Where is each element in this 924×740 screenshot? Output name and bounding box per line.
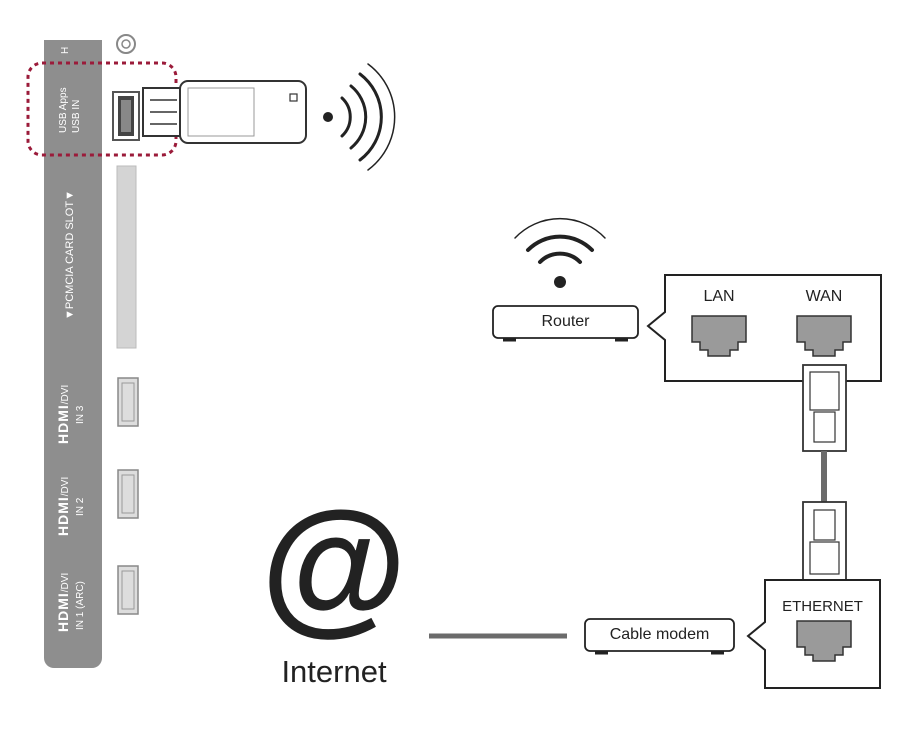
internet-at-icon: @ (261, 480, 407, 648)
router-wifi-icon (514, 217, 606, 288)
hdmi2-port-icon (117, 469, 139, 519)
ethernet-plug-bottom (802, 501, 847, 581)
modem-callout (746, 579, 881, 689)
ethernet-label: ETHERNET (782, 598, 863, 615)
tv-ports (112, 34, 140, 615)
router-box (492, 305, 639, 342)
hdmi1-port-icon (117, 565, 139, 615)
usb-highlight (26, 61, 178, 157)
internet-label: Internet (281, 654, 387, 689)
cable-modem-box (584, 618, 735, 655)
wan-port-icon (796, 315, 852, 357)
cable-modem-label: Cable modem (609, 626, 710, 643)
pcmcia-slot-icon (116, 165, 137, 349)
tv-side-panel: H USB Apps USB IN ▼PCMCIA CARD SLOT▼ HDM… (44, 40, 102, 668)
router-callout (646, 274, 882, 382)
wan-label: WAN (805, 288, 843, 305)
lan-label: LAN (703, 288, 735, 305)
router-label: Router (541, 313, 590, 330)
ethernet-plug-top (802, 364, 847, 452)
lan-port-icon (691, 315, 747, 357)
ethernet-port-icon (796, 620, 852, 662)
hdmi3-port-icon (117, 377, 139, 427)
dongle-signal-icon (323, 63, 396, 171)
wifi-dongle-icon (142, 80, 307, 144)
